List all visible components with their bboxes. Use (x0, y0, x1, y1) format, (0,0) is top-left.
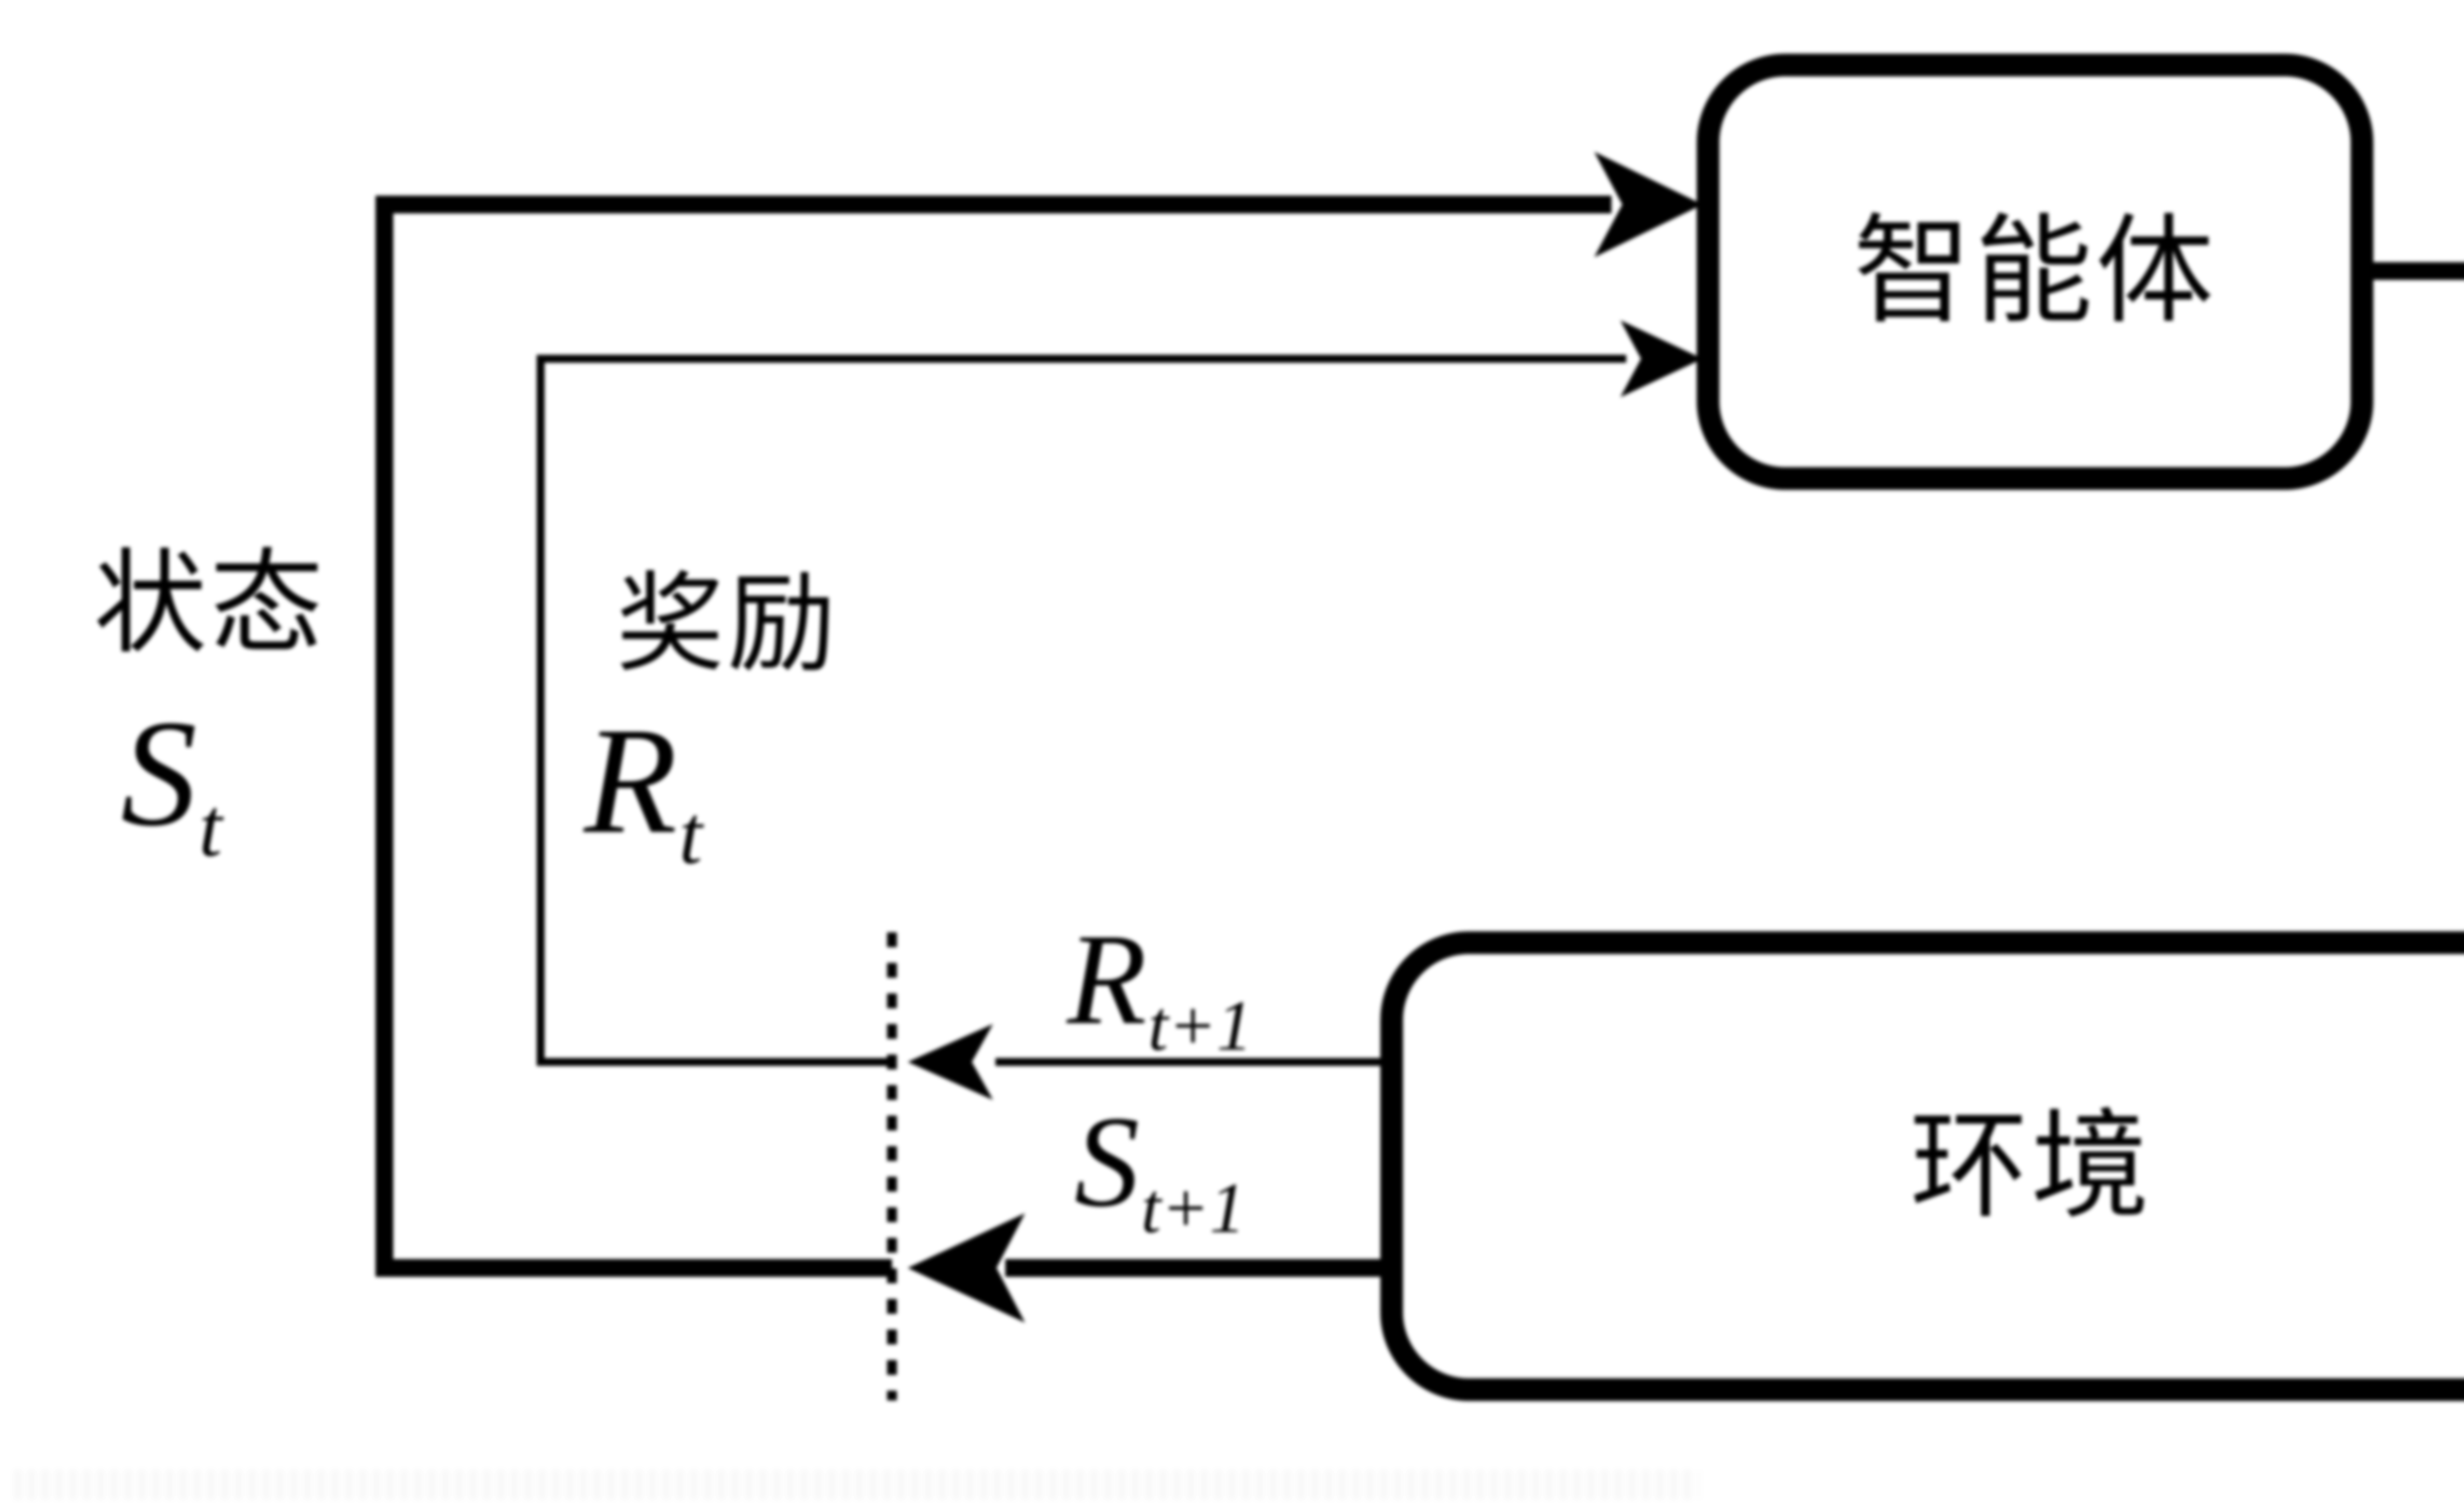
reward-symbol-main: R (584, 696, 678, 865)
next-state-symbol-main: S (1074, 1090, 1140, 1234)
next-state-symbol-label: St+1 (1074, 1096, 1245, 1244)
next-reward-symbol-subscript: t+1 (1148, 986, 1253, 1065)
reward-into-agent-arrowhead (1620, 320, 1703, 397)
reward-symbol-subscript: t (679, 788, 703, 881)
next-reward-symbol-label: Rt+1 (1067, 914, 1253, 1062)
next-reward-symbol-main: R (1067, 907, 1147, 1052)
environment-box-label: 环境 (1910, 1101, 2153, 1232)
agent-box-label: 智能体 (1853, 206, 2217, 338)
environment-box (1380, 931, 2464, 1401)
next-reward-arrowhead (908, 1024, 993, 1100)
state-symbol-subscript: t (199, 781, 222, 874)
state-text-label: 状态 (94, 542, 327, 667)
next-state-arrowhead (908, 1213, 1025, 1323)
bottom-caption-ghost-artifact (15, 1469, 1700, 1500)
reward-symbol-label: Rt (584, 705, 702, 877)
agent-box (1697, 54, 2373, 490)
state-symbol-label: St (121, 697, 222, 870)
next-state-symbol-subscript: t+1 (1141, 1168, 1246, 1248)
reward-text-label: 奖励 (616, 565, 839, 685)
state-into-agent-arrowhead (1594, 152, 1703, 257)
state-symbol-main: S (121, 689, 197, 858)
